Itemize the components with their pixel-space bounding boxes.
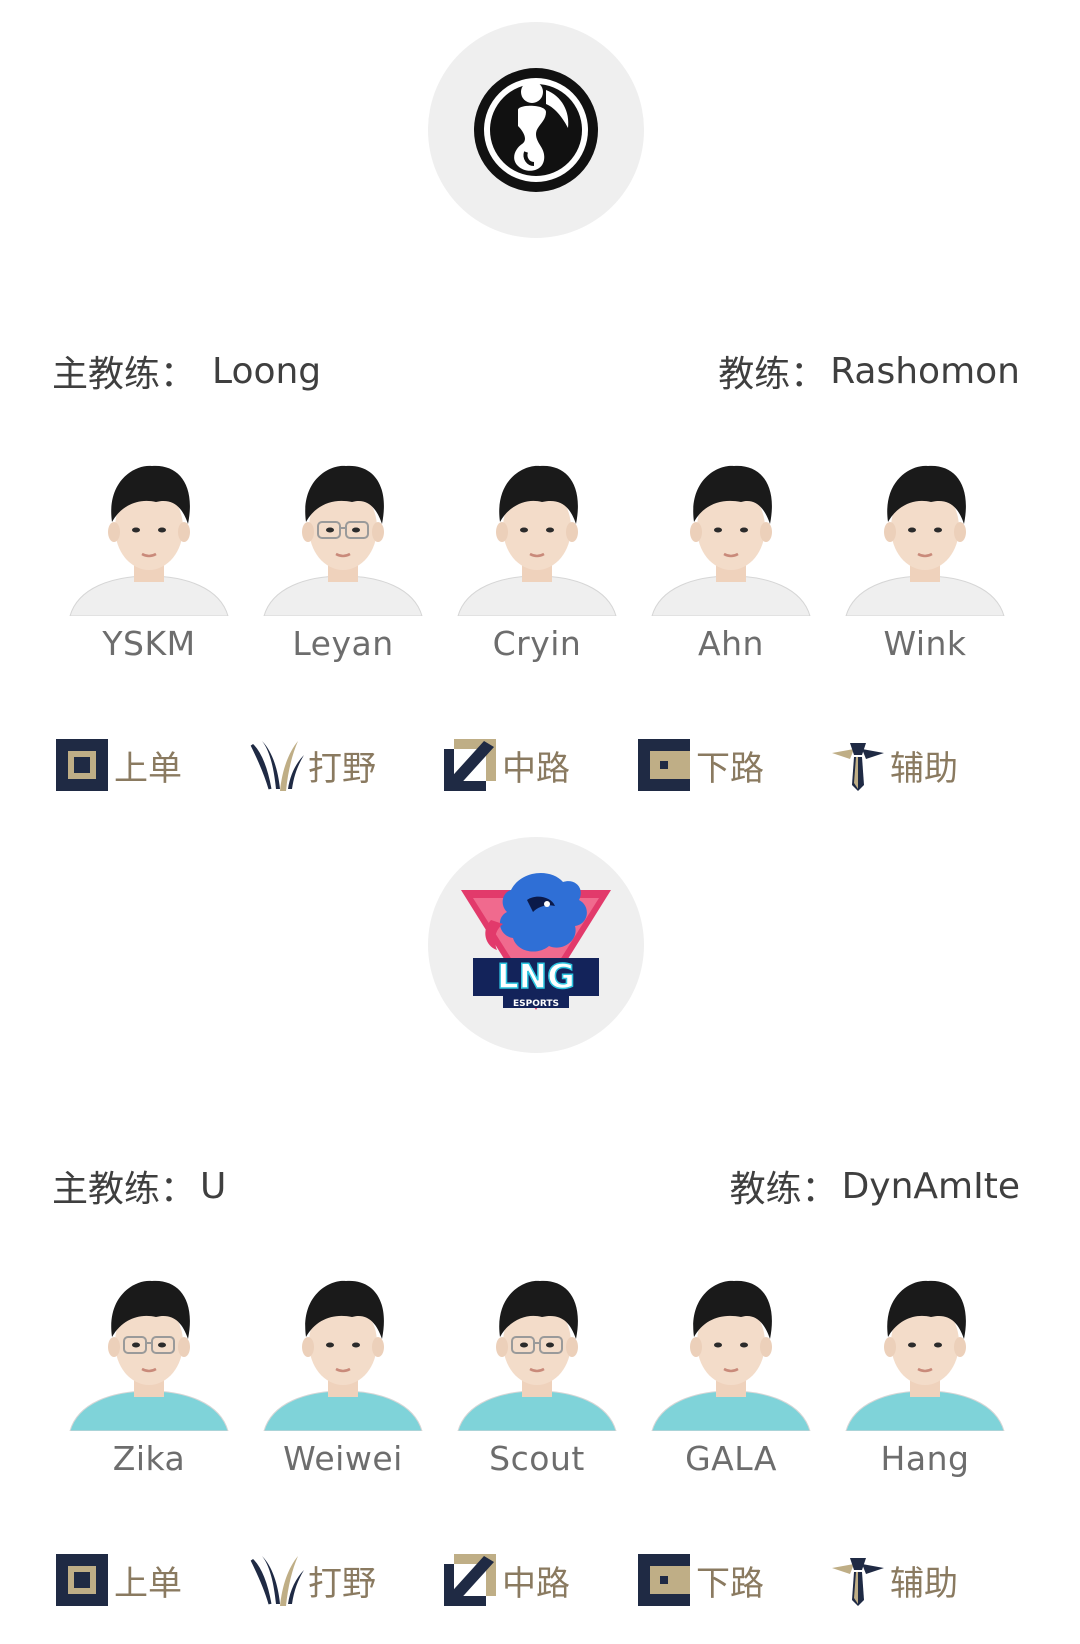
team-logo: LNG ESPORTS [428, 837, 644, 1053]
lng-logo-text: LNG [497, 957, 575, 997]
player-card: Ahn [634, 458, 828, 663]
player-avatar [838, 1273, 1012, 1431]
role-mid: 中路 [440, 735, 634, 795]
player-portrait [845, 1280, 1005, 1431]
role-support: 辅助 [828, 735, 1022, 795]
jungle-icon [250, 1554, 306, 1608]
player-name: Leyan [292, 624, 394, 663]
role-jungle: 打野 [246, 735, 440, 795]
player-name: GALA [685, 1439, 777, 1478]
coach-label: 教练： [729, 1169, 838, 1210]
support-icon [832, 743, 884, 791]
head-coach-label: 主教练： [52, 1169, 197, 1210]
player-portrait [263, 1280, 423, 1431]
player-list: Zika Weiwei Scout GALA Hang [52, 1273, 1032, 1478]
role-label: 打野 [308, 748, 376, 789]
player-portrait [263, 465, 423, 616]
player-card: Zika [52, 1273, 246, 1478]
role-bot: 下路 [634, 1550, 828, 1610]
head-coach-name: Loong [212, 350, 322, 392]
player-name: Ahn [698, 624, 764, 663]
role-label: 上单 [114, 1563, 182, 1604]
ig-team-logo-icon [474, 68, 598, 192]
coach-label: 教练： [718, 354, 827, 395]
player-portrait [651, 1280, 811, 1431]
assistant-coach: 教练： DynAmIte [730, 1160, 1020, 1212]
role-bot: 下路 [634, 735, 828, 795]
coach-row: 主教练： Loong 教练： Rashomon [52, 346, 1020, 396]
mid-lane-icon [444, 1554, 496, 1606]
role-list: 上单 打野 中路 下路 辅助 [52, 735, 1032, 795]
player-card: YSKM [52, 458, 246, 663]
player-portrait [457, 1280, 617, 1431]
player-avatar [256, 1273, 430, 1431]
player-avatar [62, 458, 236, 616]
player-card: Leyan [246, 458, 440, 663]
player-name: Wink [883, 624, 967, 663]
role-label: 上单 [114, 748, 182, 789]
player-name: Cryin [492, 624, 582, 663]
lng-logo-subtext: ESPORTS [513, 999, 559, 1009]
top-lane-icon [56, 739, 108, 791]
role-label: 中路 [502, 1563, 570, 1604]
coach-row: 主教练： U 教练： DynAmIte [52, 1161, 1020, 1211]
player-portrait [651, 465, 811, 616]
player-name: YSKM [102, 624, 196, 663]
assistant-coach: 教练： Rashomon [718, 345, 1020, 397]
player-avatar [838, 458, 1012, 616]
player-name: Hang [880, 1439, 970, 1478]
player-list: YSKM Leyan Cryin Ahn Wink [52, 458, 1032, 663]
player-name: Zika [112, 1439, 186, 1478]
player-card: Wink [828, 458, 1022, 663]
coach-name: DynAmIte [841, 1165, 1020, 1207]
player-name: Weiwei [283, 1439, 403, 1478]
head-coach-label: 主教练： [52, 354, 197, 395]
role-mid: 中路 [440, 1550, 634, 1610]
role-top: 上单 [52, 735, 246, 795]
role-label: 辅助 [890, 748, 958, 789]
player-card: Weiwei [246, 1273, 440, 1478]
lng-esports-logo-icon: LNG ESPORTS [461, 872, 611, 1010]
player-portrait [69, 465, 229, 616]
player-avatar [450, 458, 624, 616]
player-card: Hang [828, 1273, 1022, 1478]
player-avatar [644, 1273, 818, 1431]
top-lane-icon [56, 1554, 108, 1606]
role-support: 辅助 [828, 1550, 1022, 1610]
player-card: Scout [440, 1273, 634, 1478]
role-top: 上单 [52, 1550, 246, 1610]
role-label: 下路 [696, 748, 764, 789]
bot-lane-icon [638, 739, 690, 791]
role-label: 辅助 [890, 1563, 958, 1604]
head-coach: 主教练： U [52, 1160, 226, 1212]
player-portrait [457, 465, 617, 616]
role-label: 打野 [308, 1563, 376, 1604]
team-logo [428, 22, 644, 238]
support-icon [832, 1558, 884, 1606]
player-avatar [644, 458, 818, 616]
coach-name: Rashomon [830, 350, 1020, 392]
head-coach: 主教练： Loong [52, 345, 321, 397]
role-label: 下路 [696, 1563, 764, 1604]
head-coach-name: U [200, 1165, 227, 1207]
role-label: 中路 [502, 748, 570, 789]
player-name: Scout [489, 1439, 585, 1478]
player-card: Cryin [440, 458, 634, 663]
player-card: GALA [634, 1273, 828, 1478]
player-avatar [256, 458, 430, 616]
player-avatar [450, 1273, 624, 1431]
role-list: 上单 打野 中路 下路 辅助 [52, 1550, 1032, 1610]
player-avatar [62, 1273, 236, 1431]
bot-lane-icon [638, 1554, 690, 1606]
mid-lane-icon [444, 739, 496, 791]
player-portrait [69, 1280, 229, 1431]
role-jungle: 打野 [246, 1550, 440, 1610]
player-portrait [845, 465, 1005, 616]
jungle-icon [250, 739, 306, 793]
